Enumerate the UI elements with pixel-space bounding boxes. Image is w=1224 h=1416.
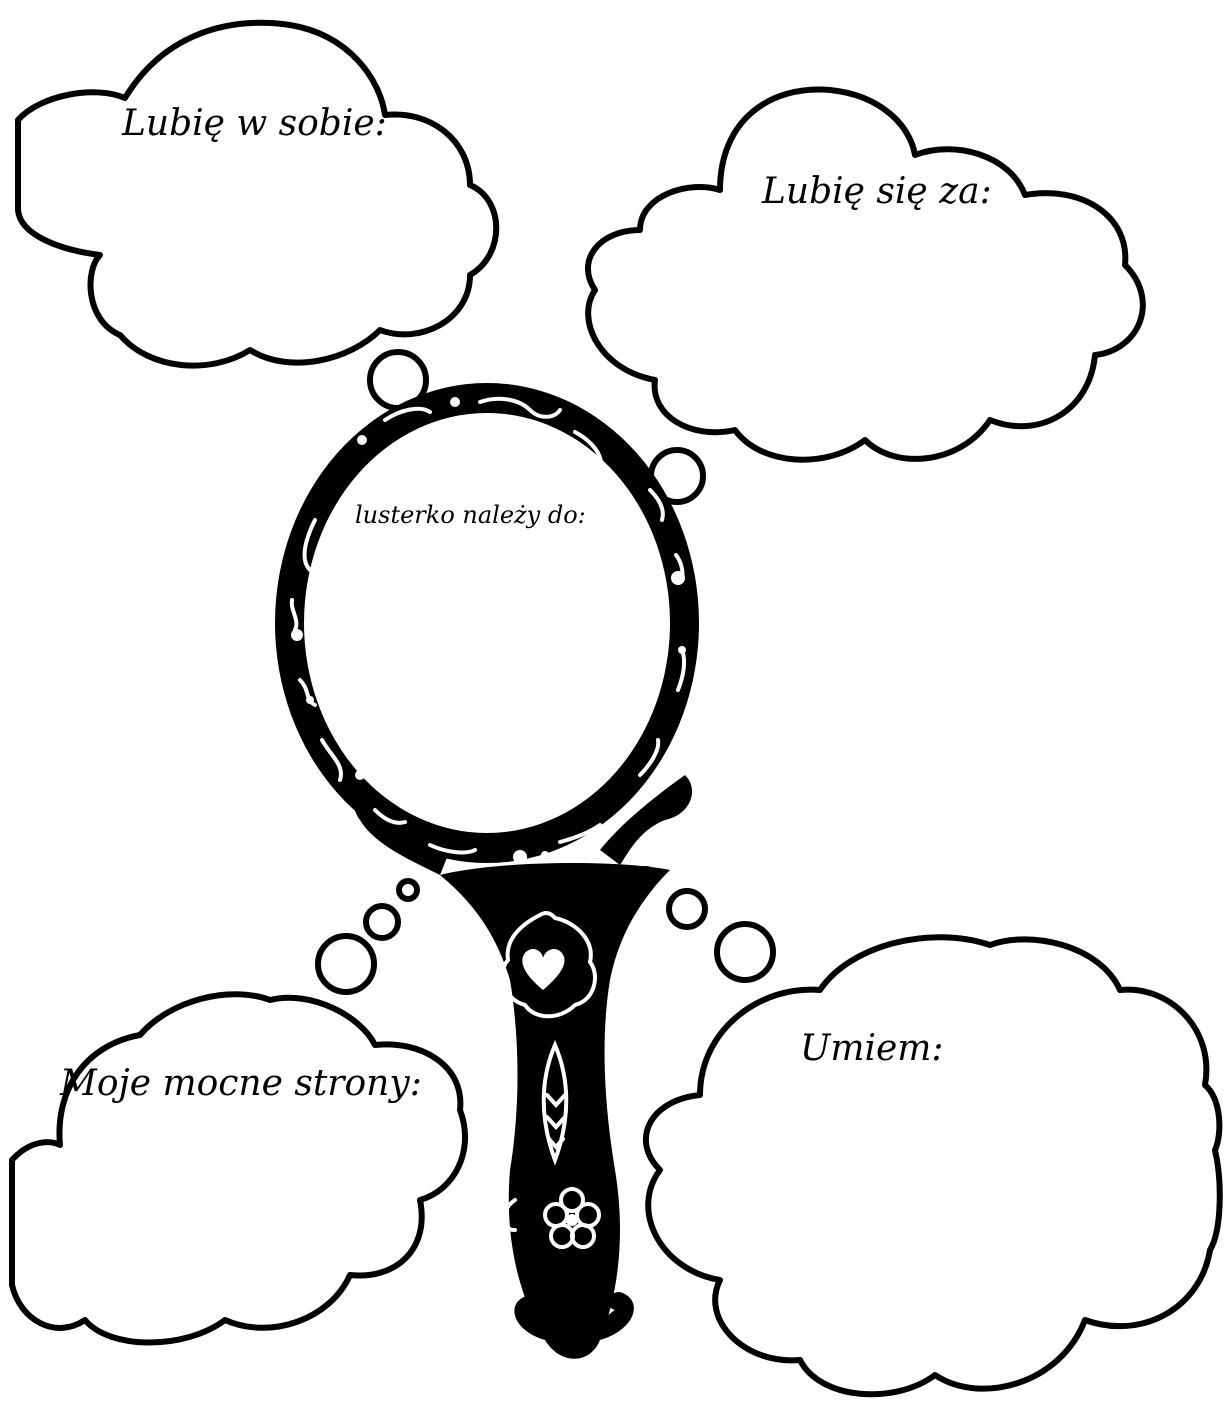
- bubble-bottom-right-large: [717, 924, 773, 980]
- cloud-bottom-right: Umiem:: [646, 937, 1220, 1394]
- cloud-top-left: Lubię w sobie:: [18, 23, 496, 366]
- cloud-top-left-label: Lubię w sobie:: [121, 103, 387, 144]
- mirror-label: lusterko należy do:: [355, 501, 586, 529]
- cloud-bottom-right-label: Umiem:: [800, 1028, 944, 1069]
- mirror-handle: [440, 863, 670, 1359]
- bubble-bottom-left-small: [399, 881, 417, 899]
- bubble-bottom-left-large: [318, 936, 374, 992]
- cloud-top-right: Lubię się za:: [588, 90, 1143, 460]
- cloud-top-right-label: Lubię się za:: [761, 171, 992, 212]
- mirror-glass: [304, 413, 670, 833]
- cloud-bottom-left: Moje mocne strony:: [12, 994, 465, 1342]
- bubble-bottom-right-medium: [669, 891, 705, 927]
- cloud-bottom-left-label: Moje mocne strony:: [59, 1063, 422, 1104]
- bubble-bottom-left-medium: [366, 906, 398, 938]
